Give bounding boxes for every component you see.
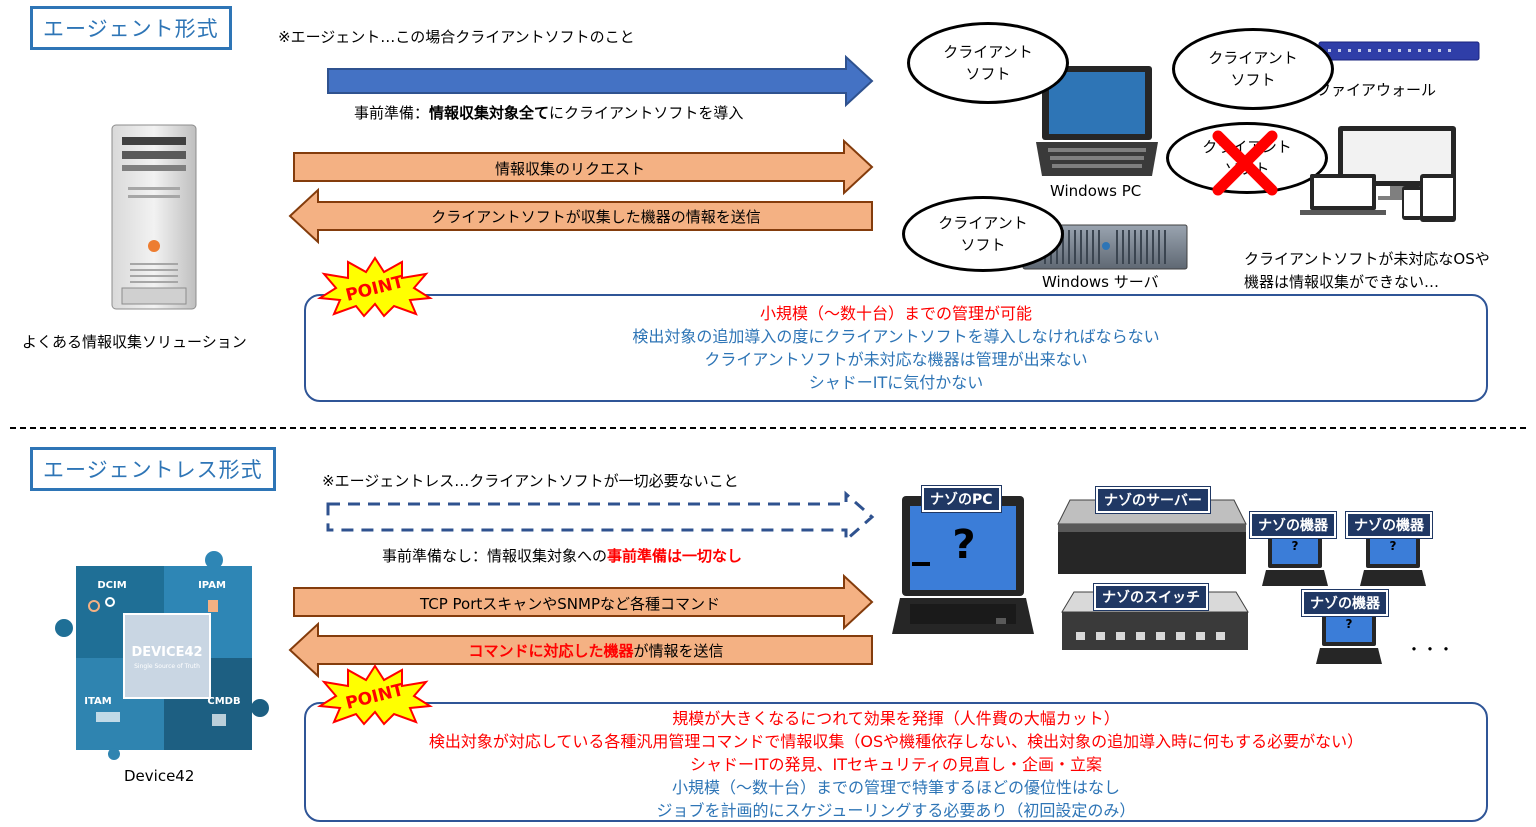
agentless-point-line: 小規模（～数十台）までの管理で特筆するほどの優位性はなし — [671, 778, 1120, 797]
mystery-server-label: ナゾのサーバー — [1095, 486, 1211, 514]
svg-text:CMDB: CMDB — [207, 696, 240, 707]
multi-device-icon — [1300, 126, 1456, 222]
client-software-bubble-server: クライアント ソフト — [902, 196, 1064, 272]
agentless-point-line: 規模が大きくなるにつれて効果を発揮（人件費の大幅カット） — [672, 709, 1120, 728]
agent-point-line: 検出対象の追加導入の度にクライアントソフトを導入しなければならない — [632, 327, 1160, 346]
svg-text:?: ? — [1292, 539, 1299, 553]
mystery-device-label-1: ナゾの機器 — [1249, 511, 1337, 539]
no-prep-dashed-arrow — [326, 490, 875, 544]
agentless-point-box: 規模が大きくなるにつれて効果を発揮（人件費の大幅カット） 検出対象が対応している… — [304, 702, 1488, 822]
mystery-pc-icon: ? — [892, 496, 1034, 634]
firewall-caption: ファイアウォール — [1316, 81, 1437, 99]
device42-caption: Device42 — [124, 767, 195, 785]
unsupported-caption-2: 機器は情報収集ができない… — [1244, 273, 1440, 291]
svg-text:ITAM: ITAM — [84, 696, 112, 707]
client-software-bubble-firewall: クライアント ソフト — [1172, 28, 1334, 110]
agent-point-line: クライアントソフトが未対応な機器は管理が出来ない — [704, 350, 1088, 369]
command-arrow — [293, 573, 874, 631]
agentless-point-line: シャドーITの発見、ITセキュリティの見直し・企画・立案 — [689, 755, 1103, 774]
not-supported-x-icon — [1212, 130, 1278, 196]
unsupported-caption-1: クライアントソフトが未対応なOSや — [1244, 250, 1490, 268]
agent-point-line: 小規模（～数十台）までの管理が可能 — [759, 304, 1032, 323]
prep-label: 事前準備：情報収集対象全てにクライアントソフトを導入 — [354, 104, 744, 122]
mystery-switch-label: ナゾのスイッチ — [1093, 583, 1209, 611]
firewall-icon — [1318, 41, 1480, 61]
svg-text:?: ? — [1390, 539, 1397, 553]
device42-puzzle-logo: DEVICE42 Single Source of Truth DCIM IPA… — [55, 551, 269, 760]
agent-point-badge: POINT — [316, 256, 434, 318]
response-label: クライアントソフトが収集した機器の情報を送信 — [431, 208, 761, 226]
agentless-point-line: 検出対象が対応している各種汎用管理コマンドで情報収集（OSや機種依存しない、検出… — [428, 732, 1364, 751]
agentless-prep-label: 事前準備なし：情報収集対象への事前準備は一切なし — [382, 547, 743, 565]
svg-text:?: ? — [1346, 617, 1353, 631]
windows-server-caption: Windows サーバ — [1042, 273, 1159, 291]
agent-section-title: エージェント形式 — [30, 6, 232, 50]
svg-text:DCIM: DCIM — [97, 580, 126, 591]
agentless-response-label: コマンドに対応した機器が情報を送信 — [468, 642, 724, 660]
agent-point-box: 小規模（～数十台）までの管理が可能 検出対象の追加導入の度にクライアントソフトを… — [304, 294, 1488, 402]
mystery-device-label-3: ナゾの機器 — [1301, 589, 1389, 617]
agentless-response-arrow — [288, 621, 873, 679]
agent-point-line: シャドーITに気付かない — [808, 373, 984, 392]
server-caption: よくある情報収集ソリューション — [22, 333, 247, 351]
svg-text:DEVICE42: DEVICE42 — [131, 645, 202, 660]
section-divider — [10, 427, 1526, 429]
request-label: 情報収集のリクエスト — [494, 160, 645, 178]
agentless-note: ※エージェントレス…クライアントソフトが一切必要ないこと — [322, 472, 739, 490]
windows-pc-icon — [1036, 66, 1158, 176]
svg-text:Single Source of Truth: Single Source of Truth — [134, 663, 200, 670]
more-devices-ellipsis: ・・・ — [1406, 640, 1455, 659]
agentless-point-badge: POINT — [316, 664, 434, 726]
agentless-point-line: ジョブを計画的にスケジューリングする必要あり（初回設定のみ） — [656, 801, 1136, 820]
client-software-bubble-pc: クライアント ソフト — [907, 22, 1069, 104]
windows-pc-caption: Windows PC — [1050, 182, 1142, 200]
tower-server-icon — [111, 124, 197, 310]
svg-text:?: ? — [952, 522, 975, 568]
deploy-arrow — [327, 54, 874, 108]
agent-note: ※エージェント…この場合クライアントソフトのこと — [278, 28, 635, 46]
request-arrow — [293, 138, 874, 196]
mystery-pc-label: ナゾのPC — [921, 485, 1002, 513]
svg-text:IPAM: IPAM — [198, 580, 226, 591]
agentless-section-title: エージェントレス形式 — [30, 447, 276, 491]
response-arrow — [288, 187, 873, 245]
command-label: TCP PortスキャンやSNMPなど各種コマンド — [419, 595, 721, 613]
mystery-device-label-2: ナゾの機器 — [1345, 511, 1433, 539]
